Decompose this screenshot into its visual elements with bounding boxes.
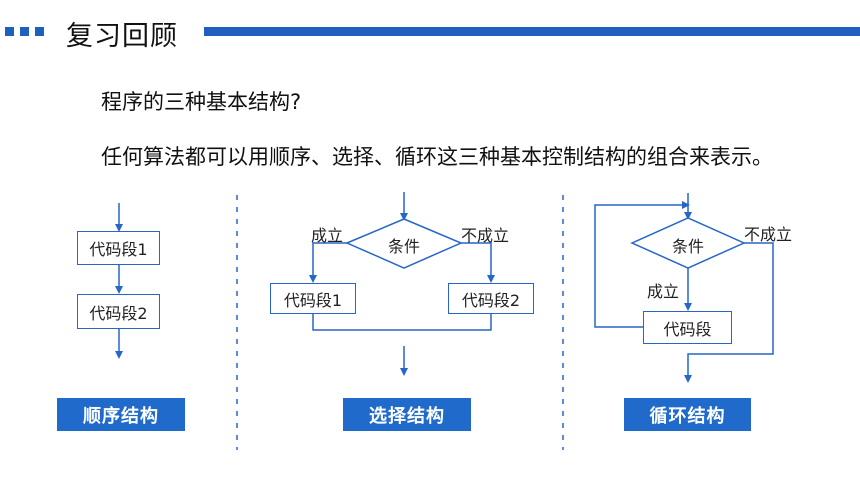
page-title: 复习回顾 — [66, 21, 178, 52]
sel-false-label: 不成立 — [461, 226, 510, 245]
loop-condition-label: 条件 — [672, 237, 705, 256]
loop-exit-edge — [684, 242, 774, 383]
sel-true-branch — [309, 242, 347, 283]
seq-code-block-2: 代码段2 — [77, 294, 160, 329]
loop-code-block: 代码段 — [643, 311, 732, 344]
sequence-structure-label: 顺序结构 — [57, 398, 185, 431]
loop-false-label: 不成立 — [744, 225, 793, 244]
header-square-1 — [5, 27, 14, 36]
sel-code-block-1: 代码段1 — [270, 283, 356, 314]
seq-code-block-1: 代码段1 — [77, 231, 160, 265]
loop-structure-label: 循环结构 — [624, 398, 751, 431]
header-square-3 — [35, 27, 44, 36]
question-text: 程序的三种基本结构? — [101, 90, 302, 114]
description-text: 任何算法都可以用顺序、选择、循环这三种基本控制结构的组合来表示。 — [101, 145, 773, 169]
sel-true-label: 成立 — [311, 226, 344, 245]
header-bar — [204, 27, 860, 36]
sel-code-block-2: 代码段2 — [448, 283, 534, 314]
loop-back-edge — [594, 201, 690, 328]
sel-condition-label: 条件 — [388, 237, 421, 256]
selection-structure-label: 选择结构 — [343, 398, 471, 431]
header-square-2 — [20, 27, 29, 36]
loop-true-label: 成立 — [647, 282, 680, 301]
sel-false-branch — [461, 242, 495, 283]
sel-merge-line — [312, 314, 492, 331]
